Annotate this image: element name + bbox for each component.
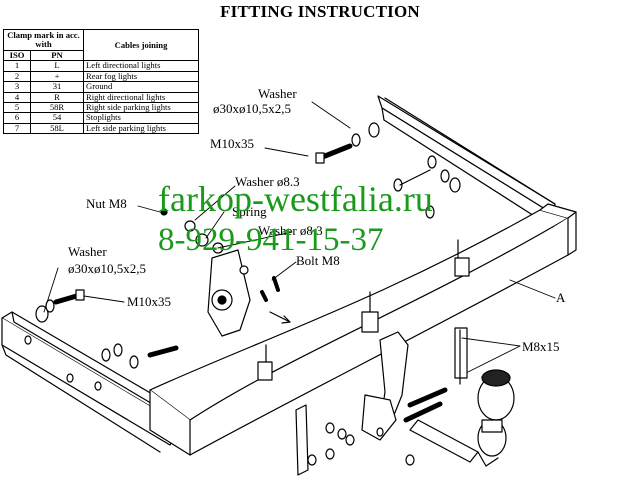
right-mounting-rail <box>377 95 556 229</box>
m10x35-left-label: M10x35 <box>127 294 172 309</box>
part-a-label: A <box>556 290 566 305</box>
watermark-site: farkop-westfalia.ru <box>158 179 433 219</box>
small-parts <box>160 208 280 302</box>
washer-left-label: Washer <box>68 244 107 259</box>
ball-mount-plate <box>295 331 409 476</box>
cable-cell: Left side parking lights <box>83 122 199 135</box>
beam-brackets <box>257 257 470 381</box>
table-row: 7 58L Left side parking lights <box>3 122 199 135</box>
table-row: 4 R Right directional lights <box>3 91 199 104</box>
clamp-mark-table: Clamp mark in acc. with Cables joining I… <box>3 28 199 135</box>
nut-m8-label: Nut M8 <box>86 196 127 211</box>
socket-bracket <box>207 249 251 337</box>
cable-cell: Left directional lights <box>83 60 199 72</box>
table-header-row: Clamp mark in acc. with Cables joining <box>3 28 199 62</box>
watermark-phone: 8-929-941-15-37 <box>158 222 384 258</box>
tow-ball <box>409 369 515 467</box>
pn-header: PN <box>30 49 84 62</box>
cable-cell: Right side parking lights <box>83 102 199 114</box>
washer-top-size-label: ø30xø10,5x2,5 <box>213 101 291 116</box>
washer-8-3-top-label: Washer ø8.3 <box>235 174 300 189</box>
table-row: 5 58R Right side parking lights <box>3 102 199 114</box>
lower-fasteners <box>265 239 461 466</box>
washer-left-size-label: ø30xø10,5x2,5 <box>68 261 146 276</box>
bolt-m8-label: Bolt M8 <box>296 253 340 268</box>
m10x35-top-label: M10x35 <box>210 136 255 151</box>
table-row: 6 54 Stoplights <box>3 112 199 124</box>
washer-8-3-bottom-label: Washer ø8.3 <box>258 223 323 238</box>
top-fasteners <box>315 122 461 219</box>
cable-cell: Right directional lights <box>83 91 199 104</box>
table-row: 1 L Left directional lights <box>3 60 199 72</box>
spring-label: Spring <box>232 204 267 219</box>
direction-arrow <box>269 311 291 324</box>
page-title: FITTING INSTRUCTION <box>220 2 420 21</box>
m8x15-label: M8x15 <box>522 339 560 354</box>
table-subheader-row: ISO PN <box>3 49 199 62</box>
leader-lines <box>43 101 556 373</box>
washer-top-label: Washer <box>258 86 297 101</box>
